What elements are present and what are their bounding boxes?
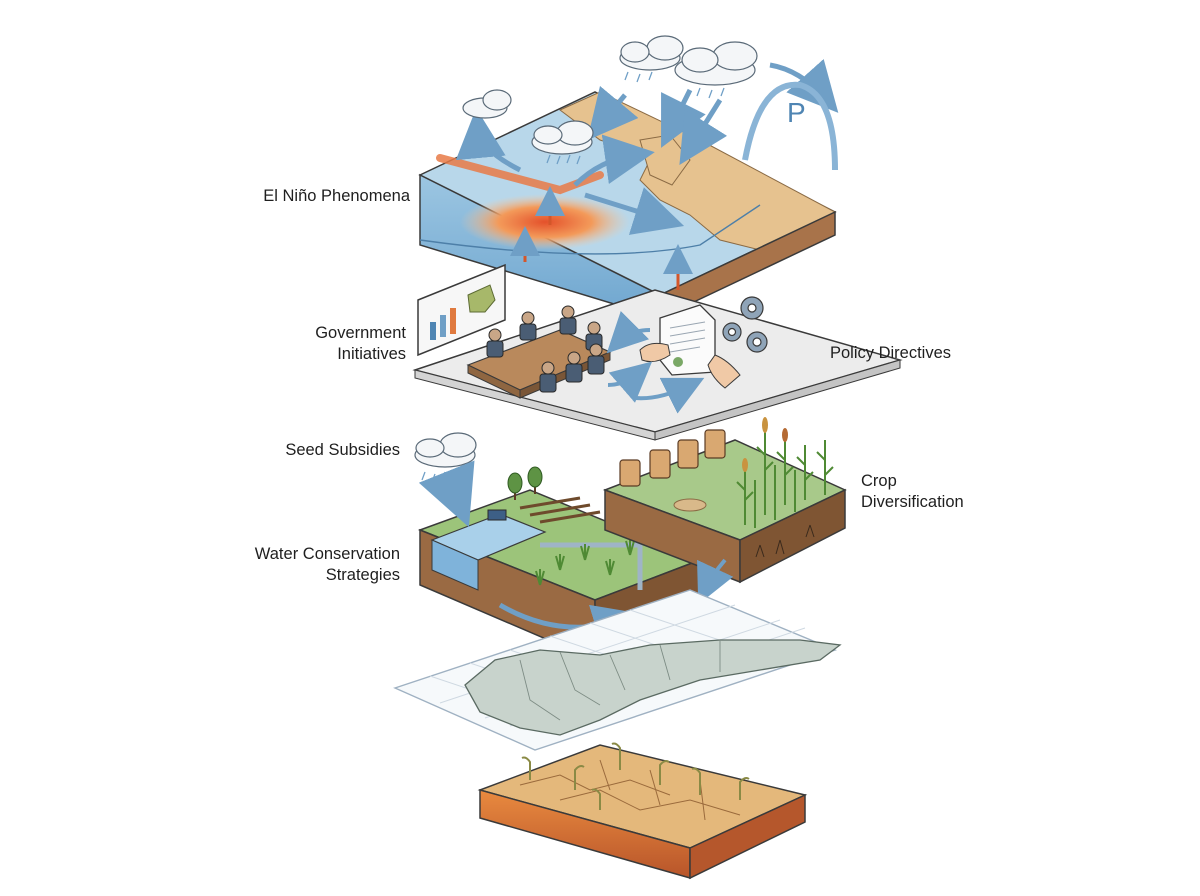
label-water-line2: Strategies (325, 566, 400, 584)
rain-cloud-icon (531, 120, 594, 155)
grain-heads (742, 417, 788, 472)
circulation-arrow (679, 98, 728, 165)
hand-icon (707, 354, 741, 389)
thermocline-curve (419, 204, 761, 255)
label-water-line1: Water Conservation (254, 545, 400, 563)
down-arrow (418, 460, 475, 528)
label-water-conservation: Water Conservation Strategies (230, 544, 400, 586)
circulation-arrow (661, 88, 706, 148)
map-icon (467, 284, 496, 313)
presentation-board (417, 263, 506, 357)
circulation-arrow (584, 187, 685, 235)
label-government-line1: Government (315, 324, 406, 342)
circulation-arrow (587, 85, 639, 141)
plant-roots (755, 524, 815, 558)
label-el-nino-text: El Niño Phenomena (263, 187, 410, 205)
government-layer (412, 263, 903, 441)
label-crop-line2: Diversification (861, 493, 964, 511)
label-crop-diversification: Crop Diversification (861, 471, 964, 513)
pressure-symbol: P (787, 97, 806, 128)
crop-diversification-block (602, 417, 847, 605)
government-platform-edge (654, 359, 901, 441)
rain-cloud-icon (674, 41, 758, 86)
flow-arrow (634, 377, 705, 414)
region-map-layer (393, 589, 842, 751)
label-seed-text: Seed Subsidies (285, 441, 400, 459)
rain-drops (546, 71, 725, 165)
seed-subsidies-cloud (414, 432, 477, 528)
withered-plants (521, 742, 750, 810)
label-crop-line1: Crop (861, 472, 897, 490)
seed-bag-icon (619, 429, 726, 487)
flow-arrow (606, 310, 651, 354)
seed-pile (673, 498, 707, 512)
region-boundaries (519, 640, 721, 721)
plowed-rows (519, 496, 601, 524)
circulation-arrow (455, 108, 522, 173)
pressure-dome (742, 81, 838, 171)
dry-soil-right (689, 793, 806, 880)
warm-water-pool (460, 194, 630, 250)
link-arrow (697, 558, 734, 605)
label-el-nino: El Niño Phenomena (250, 186, 410, 207)
drought-soil-layer (477, 742, 808, 880)
jet-stream-arrow (769, 58, 839, 113)
policy-document-icon (659, 304, 716, 376)
label-policy-text: Policy Directives (830, 344, 952, 362)
tree-icon (527, 466, 543, 494)
gear-icon (722, 322, 742, 342)
rain-cloud-icon (619, 35, 684, 71)
solar-panel-icon (487, 509, 507, 521)
gear-icon (740, 296, 764, 320)
gear-icon (746, 331, 768, 353)
label-seed-subsidies: Seed Subsidies (270, 440, 400, 461)
label-government-initiatives: Government Initiatives (290, 323, 406, 365)
soil-cracks (519, 759, 741, 821)
el-nino-layer: P (418, 35, 839, 320)
cloud-icon (462, 89, 512, 119)
meeting-participants (486, 305, 605, 393)
crop-right-face (739, 488, 846, 584)
circulation-arrow (573, 134, 655, 187)
flow-arrow (607, 361, 653, 403)
water-reservoir-section (431, 539, 479, 591)
tree-icon (507, 472, 523, 500)
irrigation-pipe (540, 542, 643, 590)
region-map-shape (464, 639, 842, 736)
label-government-line2: Initiatives (337, 345, 406, 363)
label-policy-directives: Policy Directives (830, 343, 951, 364)
crop-plants (736, 430, 834, 528)
